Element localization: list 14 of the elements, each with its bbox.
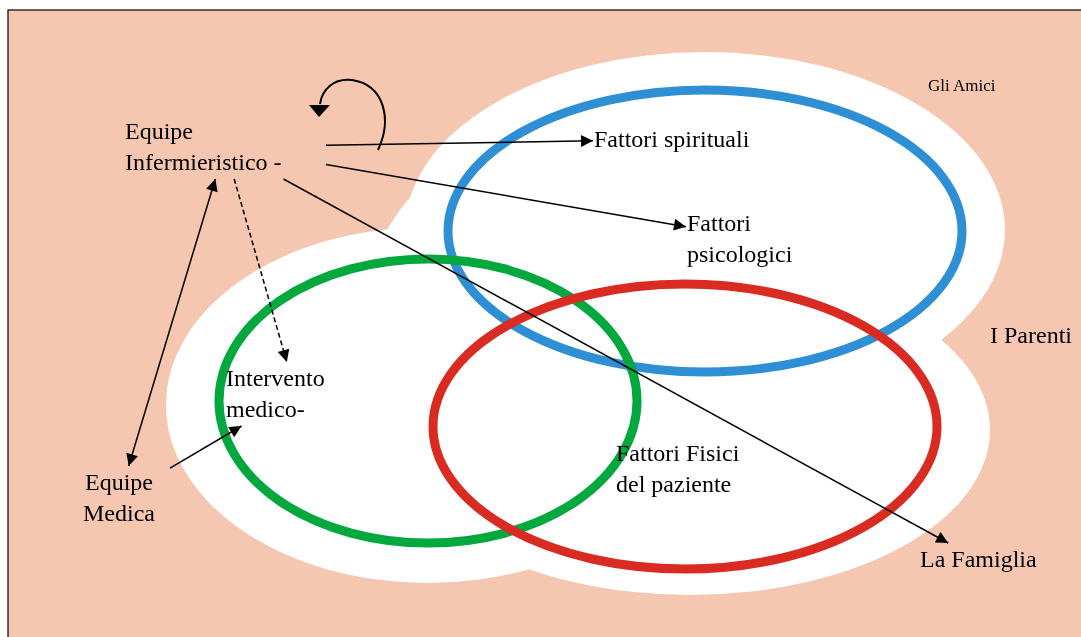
arrow xyxy=(233,178,290,363)
node-label: Fattori spirituali xyxy=(593,125,751,154)
node-label: Equipe Medica xyxy=(82,468,156,528)
arrow xyxy=(169,425,243,469)
node-label: La Famiglia xyxy=(919,545,1038,574)
arrow xyxy=(325,135,594,147)
arrow xyxy=(126,178,218,467)
arrow xyxy=(325,163,687,231)
node-label: Fattori psicologici xyxy=(686,209,794,269)
side-label: Gli Amici xyxy=(928,76,996,96)
arrow xyxy=(282,178,949,544)
side-label: I Parenti xyxy=(990,322,1072,349)
node-label: Equipe Infermieristico - xyxy=(124,117,283,177)
node-label: Intervento medico- xyxy=(225,364,326,424)
